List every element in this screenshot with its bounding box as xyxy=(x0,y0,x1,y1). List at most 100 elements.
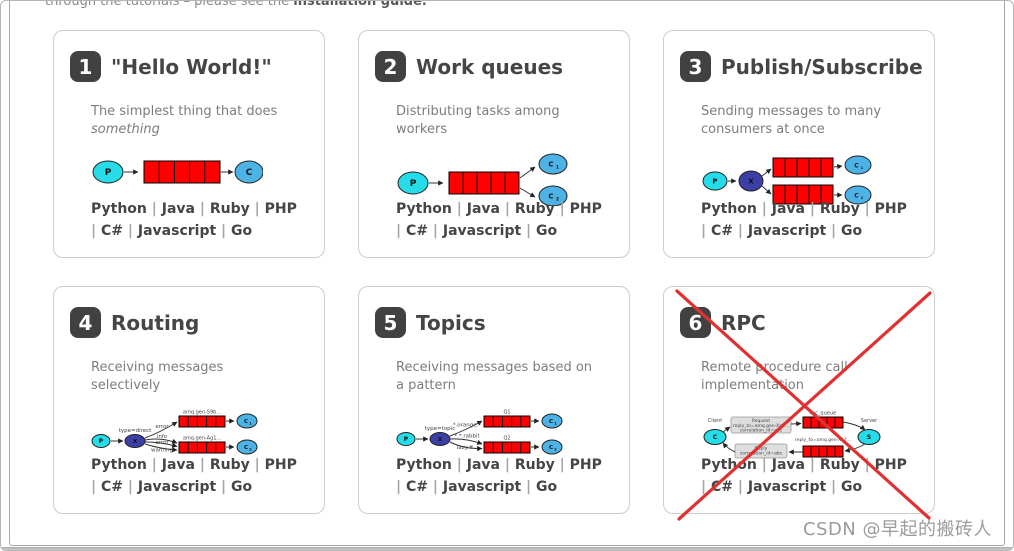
language-link-php[interactable]: PHP xyxy=(264,200,297,217)
language-links: Python | Java | Ruby | PHP | C# | Javasc… xyxy=(396,454,628,499)
language-link-go[interactable]: Go xyxy=(841,479,863,496)
language-link-csharp[interactable]: C# xyxy=(711,479,734,496)
queue-name-label: Q2 xyxy=(503,436,510,442)
language-link-csharp[interactable]: C# xyxy=(406,479,429,496)
exchange-node xyxy=(124,434,146,449)
queue xyxy=(448,171,520,195)
language-separator: | xyxy=(151,200,162,217)
language-link-javascript[interactable]: Javascript xyxy=(137,223,217,240)
language-separator: | xyxy=(761,200,772,217)
language-separator: | xyxy=(254,200,265,217)
language-separator: | xyxy=(91,223,101,240)
tutorial-title-link[interactable]: Publish/Subscribe xyxy=(721,54,923,79)
consumer-label: C xyxy=(246,168,253,178)
tutorial-description: Receiving messages selectively xyxy=(91,360,224,394)
language-link-php[interactable]: PHP xyxy=(569,456,602,473)
language-separator: | xyxy=(809,200,820,217)
language-link-javascript[interactable]: Javascript xyxy=(442,479,522,496)
language-token: | Javascript xyxy=(128,479,216,495)
queue-name-label: Q1 xyxy=(503,410,510,416)
language-link-php[interactable]: PHP xyxy=(874,200,907,217)
language-token: | C# xyxy=(701,479,733,495)
routing-diagram-svg: P type=direct X error info error warning… xyxy=(91,410,258,455)
arrow xyxy=(519,166,536,179)
producer-node xyxy=(92,160,124,184)
tutorial-card-rpc: 6 RPC Remote procedure call implementati… xyxy=(663,286,935,514)
tutorial-title-link[interactable]: Routing xyxy=(111,310,200,335)
language-link-go[interactable]: Go xyxy=(841,223,863,240)
language-token: | Java xyxy=(762,457,805,473)
consumer-node xyxy=(538,153,568,175)
language-link-java[interactable]: Java xyxy=(771,200,805,217)
language-link-python[interactable]: Python xyxy=(396,200,452,217)
tutorial-number-badge: 3 xyxy=(680,51,711,82)
queue xyxy=(178,415,226,428)
language-link-go[interactable]: Go xyxy=(536,223,558,240)
language-token: | C# xyxy=(91,479,123,495)
language-link-python[interactable]: Python xyxy=(701,200,757,217)
queue xyxy=(772,184,834,205)
language-link-php[interactable]: PHP xyxy=(874,456,907,473)
queue xyxy=(178,441,226,454)
language-token: | Go xyxy=(221,479,252,495)
consumer-label: C xyxy=(549,419,553,425)
client-node-label: C xyxy=(713,434,718,441)
language-link-ruby[interactable]: Ruby xyxy=(209,200,250,217)
language-link-javascript[interactable]: Javascript xyxy=(747,223,827,240)
installation-guide-link[interactable]: installation guide. xyxy=(293,0,427,9)
producer-node xyxy=(397,171,429,195)
queue xyxy=(483,441,531,454)
language-link-javascript[interactable]: Javascript xyxy=(442,223,522,240)
language-link-python[interactable]: Python xyxy=(91,200,147,217)
language-token: | PHP xyxy=(560,201,602,217)
language-separator: | xyxy=(221,479,232,496)
tutorial-number-badge: 4 xyxy=(70,307,101,338)
language-link-java[interactable]: Java xyxy=(466,456,500,473)
card-header: 2 Work queues xyxy=(375,51,613,82)
language-separator: | xyxy=(761,456,772,473)
language-link-java[interactable]: Java xyxy=(161,200,195,217)
language-link-go[interactable]: Go xyxy=(231,479,253,496)
language-link-csharp[interactable]: C# xyxy=(101,223,124,240)
language-link-ruby[interactable]: Ruby xyxy=(819,456,860,473)
diagram-hello-world: P C xyxy=(91,152,308,196)
language-link-java[interactable]: Java xyxy=(466,200,500,217)
language-link-go[interactable]: Go xyxy=(231,223,253,240)
consumer-label: C xyxy=(549,445,553,451)
language-link-ruby[interactable]: Ruby xyxy=(514,456,555,473)
consumer-node xyxy=(844,155,872,175)
tutorial-title-link[interactable]: Topics xyxy=(416,310,486,335)
language-link-php[interactable]: PHP xyxy=(264,456,297,473)
watermark: CSDN @早起的搬砖人 xyxy=(802,519,992,540)
language-token: Python xyxy=(396,457,452,473)
topics-diagram-svg: P type=topic X *.orange.* *.*.rabbit laz… xyxy=(396,410,563,455)
language-token: | Go xyxy=(526,479,557,495)
language-link-go[interactable]: Go xyxy=(536,479,558,496)
language-link-php[interactable]: PHP xyxy=(569,200,602,217)
language-link-python[interactable]: Python xyxy=(396,456,452,473)
language-link-ruby[interactable]: Ruby xyxy=(819,200,860,217)
exchange-type-label: type=direct xyxy=(119,428,152,434)
language-link-csharp[interactable]: C# xyxy=(711,223,734,240)
consumer-node xyxy=(236,413,258,429)
language-separator: | xyxy=(456,200,467,217)
tutorial-title-link[interactable]: RPC xyxy=(721,310,766,335)
language-link-python[interactable]: Python xyxy=(91,456,147,473)
language-separator: | xyxy=(151,456,162,473)
tutorial-title-link[interactable]: "Hello World!" xyxy=(111,54,272,79)
language-separator: | xyxy=(737,479,748,496)
language-link-javascript[interactable]: Javascript xyxy=(137,479,217,496)
intro-note-text: through the tutorials – please see the xyxy=(45,0,294,9)
language-link-java[interactable]: Java xyxy=(161,456,195,473)
language-link-csharp[interactable]: C# xyxy=(406,223,429,240)
language-separator: | xyxy=(127,479,138,496)
language-link-ruby[interactable]: Ruby xyxy=(514,200,555,217)
language-link-ruby[interactable]: Ruby xyxy=(209,456,250,473)
publish-subscribe-diagram-svg: P X xyxy=(702,155,872,205)
language-link-csharp[interactable]: C# xyxy=(101,479,124,496)
language-link-python[interactable]: Python xyxy=(701,456,757,473)
producer-node xyxy=(91,434,111,449)
tutorial-title-link[interactable]: Work queues xyxy=(416,54,564,79)
language-link-java[interactable]: Java xyxy=(771,456,805,473)
language-link-javascript[interactable]: Javascript xyxy=(747,479,827,496)
